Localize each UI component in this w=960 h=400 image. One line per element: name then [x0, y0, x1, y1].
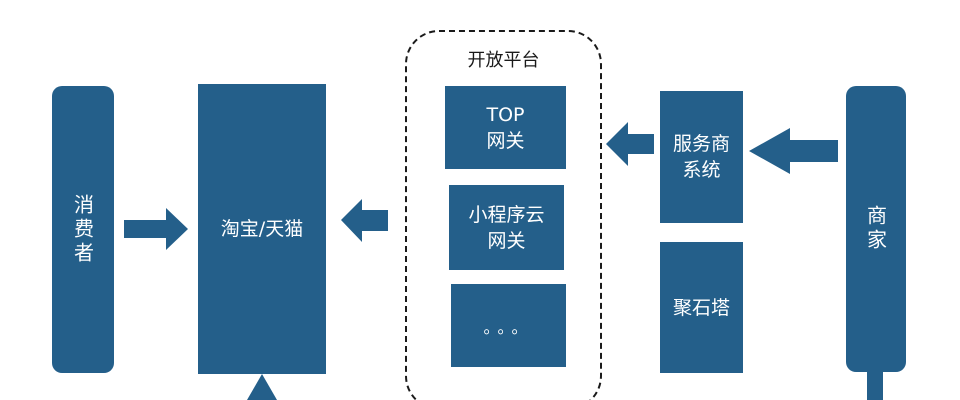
consumer-node: 消费者	[52, 86, 114, 373]
merchant-node: 商家	[846, 86, 906, 372]
arrow-merchant-to-isv	[749, 128, 838, 174]
merchant-label: 商家	[863, 205, 888, 253]
arrow-consumer-to-taobao	[124, 208, 188, 250]
taobao-tmall-label: 淘宝/天猫	[220, 218, 304, 240]
open-platform-title: 开放平台	[467, 50, 540, 71]
top-gateway-node: TOP 网关	[445, 86, 566, 169]
miniapp-cloud-gateway-label: 小程序云 网关	[468, 203, 545, 252]
line-down-from-merchant	[867, 372, 883, 400]
ellipsis-label: 。。。	[483, 317, 534, 337]
arrow-up-to-taobao	[247, 374, 277, 400]
top-gateway-label: TOP 网关	[486, 103, 525, 152]
jushita-node: 聚石塔	[660, 242, 743, 373]
miniapp-cloud-gateway-node: 小程序云 网关	[449, 185, 564, 270]
open-platform-group	[405, 30, 602, 400]
jushita-label: 聚石塔	[672, 296, 730, 319]
consumer-label: 消费者	[70, 193, 95, 266]
isv-system-node: 服务商 系统	[660, 91, 743, 223]
arrow-platform-to-taobao	[341, 199, 388, 242]
arrow-isv-to-platform	[606, 122, 654, 166]
taobao-tmall-node: 淘宝/天猫	[198, 84, 326, 374]
isv-system-label: 服务商 系统	[672, 133, 730, 181]
more-node: 。。。	[451, 284, 566, 367]
